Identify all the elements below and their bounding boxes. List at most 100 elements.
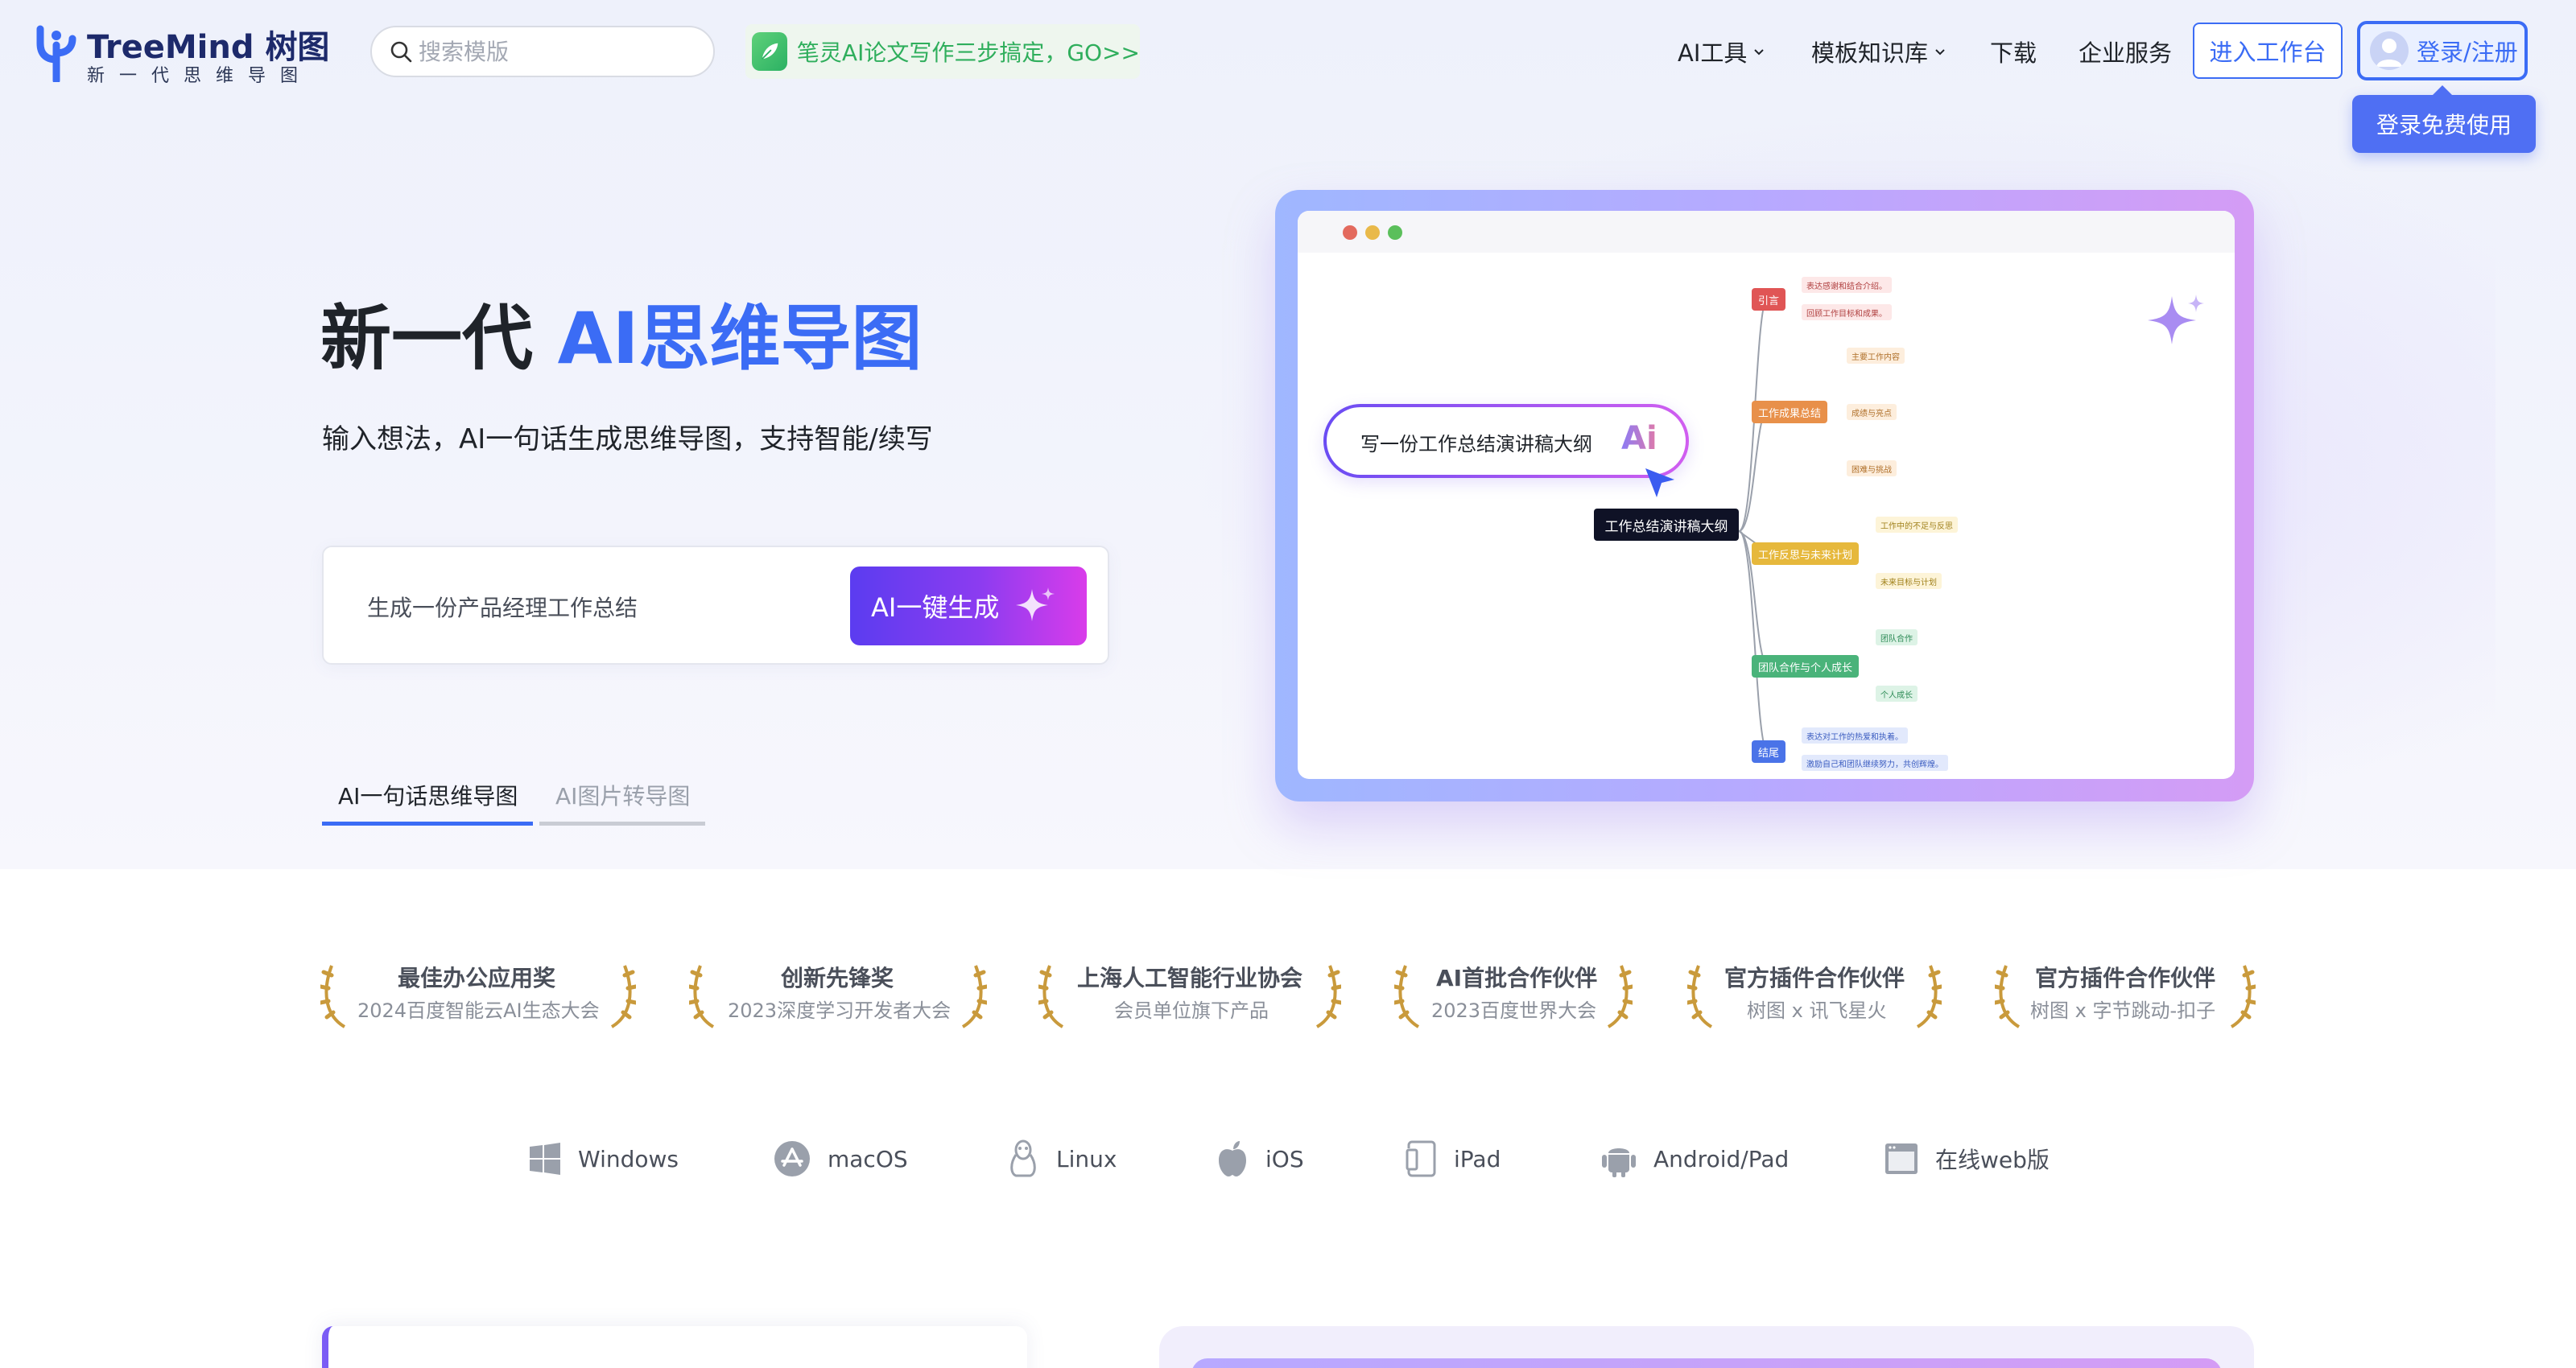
laurel-left-icon [320, 965, 346, 1028]
feature-preview-card [1159, 1326, 2254, 1368]
ipad-icon [1406, 1140, 1436, 1177]
tab-ai-sentence-mindmap[interactable]: AI一句话思维导图 [322, 777, 533, 826]
hero-title-plain: 新一代 [320, 297, 558, 380]
search-icon [390, 41, 412, 63]
platform-android[interactable]: Android/Pad [1600, 1135, 1789, 1183]
award-item: 上海人工智能行业协会 会员单位旗下产品 [1038, 950, 1341, 1030]
logo[interactable]: TreeMind 树图 新一代思维导图 [32, 21, 329, 86]
mindmap-branch: 工作成果总结 [1752, 401, 1828, 423]
award-desc: 2023深度学习开发者大会 [728, 999, 952, 1022]
nav-ai-tools[interactable]: AI工具 [1678, 31, 1766, 72]
window-minimize-dot [1365, 225, 1380, 240]
laurel-left-icon [1038, 965, 1064, 1028]
mindmap-leaf: 工作中的不足与反思 [1876, 517, 1958, 533]
nav-enterprise[interactable]: 企业服务 [2079, 31, 2172, 72]
platform-label: 在线web版 [1935, 1147, 2050, 1173]
tree-logo-icon [36, 25, 76, 82]
prompt-input[interactable]: 生成一份产品经理工作总结 [367, 595, 638, 621]
window-topbar [1298, 211, 2235, 253]
mindmap-leaf: 主要工作内容 [1847, 348, 1905, 364]
mindmap-leaf: 激励自己和团队继续努力，共创辉煌。 [1802, 755, 1948, 771]
platform-label: Android/Pad [1653, 1145, 1790, 1172]
platform-windows[interactable]: Windows [528, 1135, 679, 1183]
award-title: 最佳办公应用奖 [398, 965, 556, 991]
award-item: 官方插件合作伙伴 树图 x 讯飞星火 [1687, 950, 1942, 1030]
browser-icon [1885, 1143, 1918, 1174]
mindmap-leaf: 困难与挑战 [1847, 460, 1897, 476]
search-box[interactable] [370, 26, 715, 77]
laurel-left-icon [1995, 965, 2021, 1028]
laurel-right-icon [2230, 965, 2256, 1028]
award-title: 官方插件合作伙伴 [1724, 965, 1905, 991]
ai-generate-label: AI一键生成 [871, 592, 1000, 623]
mindmap-leaf: 未来目标与计划 [1876, 573, 1942, 589]
nav-label: AI工具 [1678, 39, 1748, 67]
award-desc: 树图 x 讯飞星火 [1747, 999, 1887, 1022]
hero-title-accent: AI思维导图 [557, 297, 923, 380]
award-title: 创新先锋奖 [781, 965, 894, 991]
sparkle-icon [2148, 295, 2204, 344]
chevron-down-icon [1935, 49, 1945, 56]
login-register-button[interactable]: 登录/注册 [2357, 21, 2528, 80]
windows-icon [530, 1143, 560, 1175]
platform-label: Linux [1056, 1145, 1117, 1172]
platform-download-row: Windows macOS Linux iOS iPad Android/Pad… [0, 1135, 2576, 1183]
platform-ios[interactable]: iOS [1216, 1135, 1304, 1183]
search-input[interactable] [419, 38, 692, 65]
nav-templates[interactable]: 模板知识库 [1811, 31, 1947, 72]
apple-icon [1219, 1141, 1246, 1176]
platform-ipad[interactable]: iPad [1406, 1135, 1501, 1183]
window-close-dot [1343, 225, 1357, 240]
nav-label: 模板知识库 [1811, 39, 1929, 67]
laurel-left-icon [1394, 965, 1420, 1028]
nav-label: 企业服务 [2079, 39, 2173, 67]
nav-download[interactable]: 下载 [1990, 31, 2037, 72]
appstore-icon [774, 1141, 810, 1176]
sparkle-icon [1016, 587, 1055, 621]
award-title: 官方插件合作伙伴 [2035, 965, 2216, 991]
platform-label: Windows [578, 1145, 679, 1172]
award-title: AI首批合作伙伴 [1436, 965, 1598, 991]
award-desc: 树图 x 字节跳动-扣子 [2030, 999, 2216, 1022]
mindmap-leaf: 表达对工作的热爱和执着。 [1802, 727, 1908, 744]
mindmap-branch: 工作反思与未来计划 [1752, 542, 1860, 565]
mindmap-branch: 结尾 [1752, 740, 1786, 763]
platform-label: iPad [1454, 1145, 1501, 1172]
enter-workspace-button[interactable]: 进入工作台 [2193, 23, 2343, 79]
site-header: TreeMind 树图 新一代思维导图 笔灵AI论文写作三步搞定，GO>> AI… [0, 0, 2576, 153]
nav-label: 下载 [1990, 39, 2037, 67]
award-desc: 会员单位旗下产品 [1114, 999, 1269, 1022]
platform-label: macOS [828, 1145, 908, 1172]
mindmap-leaf: 团队合作 [1876, 629, 1918, 645]
tab-ai-image-to-mindmap[interactable]: AI图片转导图 [539, 777, 705, 826]
awards-row: 最佳办公应用奖 2024百度智能云AI生态大会 创新先锋奖 2023深度学习开发… [0, 950, 2576, 1046]
mindmap-branch: 引言 [1752, 288, 1786, 311]
award-title: 上海人工智能行业协会 [1077, 965, 1303, 991]
mindmap-leaf: 表达感谢和结合介绍。 [1802, 277, 1892, 293]
laurel-left-icon [1687, 965, 1713, 1028]
laurel-right-icon [1916, 965, 1942, 1028]
login-free-tooltip[interactable]: 登录免费使用 [2352, 85, 2536, 153]
promo-text: 笔灵AI论文写作三步搞定，GO>> [796, 39, 1140, 66]
laurel-right-icon [610, 965, 636, 1028]
ai-badge: Ai [1621, 420, 1657, 457]
user-icon [2376, 39, 2402, 67]
award-item: 官方插件合作伙伴 树图 x 字节跳动-扣子 [1995, 950, 2256, 1030]
platform-linux[interactable]: Linux [1006, 1135, 1117, 1183]
mindmap-leaf: 个人成长 [1876, 686, 1918, 702]
ai-generate-button[interactable]: AI一键生成 [850, 567, 1087, 645]
cursor-icon [1645, 468, 1674, 497]
promo-banner[interactable]: 笔灵AI论文写作三步搞定，GO>> [745, 24, 1140, 79]
root-node-label: 工作总结演讲稿大纲 [1594, 509, 1739, 541]
award-desc: 2023百度世界大会 [1431, 999, 1597, 1022]
brand-name-cn: 树图 [265, 29, 330, 66]
login-label: 登录/注册 [2417, 39, 2518, 66]
feature-preview-bar [1191, 1358, 2222, 1368]
chevron-down-icon [1754, 49, 1765, 56]
platform-web[interactable]: 在线web版 [1884, 1135, 2050, 1183]
platform-macos[interactable]: macOS [773, 1135, 908, 1183]
mindmap-branch: 团队合作与个人成长 [1752, 655, 1860, 678]
window-maximize-dot [1388, 225, 1402, 240]
feature-card [322, 1326, 1027, 1368]
award-item: 最佳办公应用奖 2024百度智能云AI生态大会 [320, 950, 636, 1030]
